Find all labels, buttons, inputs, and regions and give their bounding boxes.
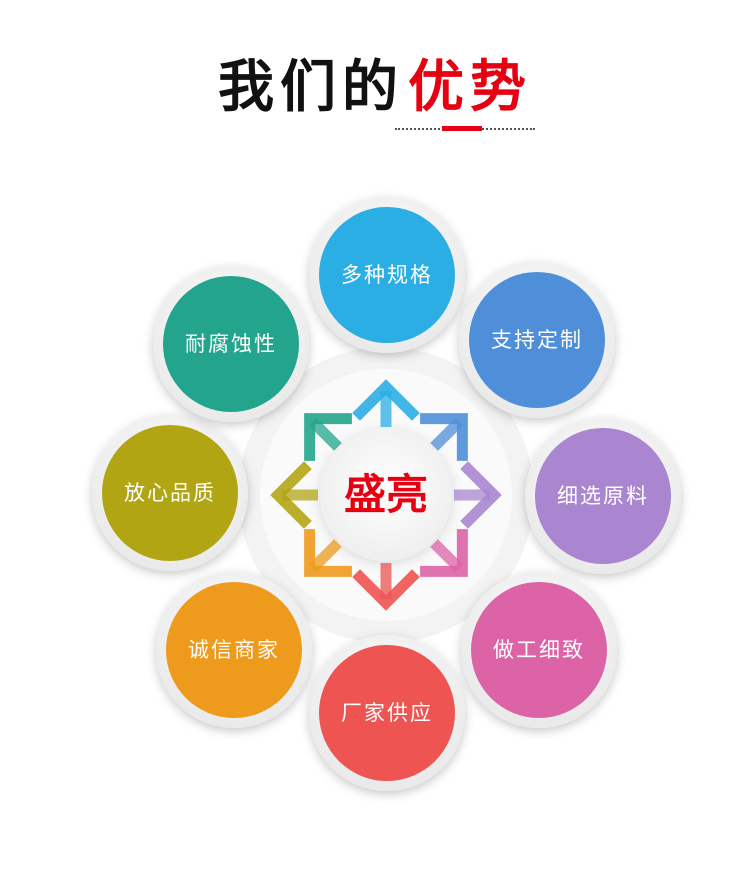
advantage-node-8: 耐腐蚀性 (153, 266, 309, 422)
direction-arrows (270, 379, 502, 611)
advantage-node-7: 放心品质 (92, 415, 248, 571)
advantage-node-2: 支持定制 (459, 262, 615, 418)
arrow-8 (304, 413, 352, 461)
title-underline-accent (442, 126, 482, 131)
node-label: 诚信商家 (188, 638, 280, 662)
hub-core (320, 429, 452, 561)
advantage-node-4: 做工细致 (461, 572, 617, 728)
node-label: 耐腐蚀性 (185, 332, 277, 356)
advantage-node-3: 细选原料 (525, 418, 681, 574)
arrow-7 (270, 461, 318, 529)
arrow-4 (420, 529, 468, 577)
arrow-chevron (304, 529, 352, 577)
arrow-shaft (430, 539, 464, 573)
center-label: 盛亮 (344, 470, 428, 519)
arrow-6 (304, 529, 352, 577)
arrow-chevron (304, 413, 352, 461)
arrow-1 (352, 379, 420, 427)
title-plain-text: 我们的 (218, 55, 404, 120)
node-label: 细选原料 (557, 484, 649, 508)
node-label: 做工细致 (493, 638, 585, 662)
advantage-node-1: 多种规格 (309, 197, 465, 353)
node-disc (319, 207, 455, 343)
node-label: 支持定制 (491, 328, 583, 352)
node-disc (535, 428, 671, 564)
arrow-chevron (420, 413, 468, 461)
node-disc (471, 582, 607, 718)
advantage-node-6: 诚信商家 (156, 572, 312, 728)
arrow-3 (454, 461, 502, 529)
arrow-chevron (270, 461, 312, 529)
arrow-shaft (308, 539, 342, 573)
arrow-chevron (460, 461, 502, 529)
node-label: 厂家供应 (341, 701, 433, 725)
node-disc (319, 645, 455, 781)
arrow-2 (420, 413, 468, 461)
node-label: 放心品质 (124, 481, 216, 505)
arrow-chevron (352, 569, 420, 611)
advantage-node-5: 厂家供应 (309, 635, 465, 791)
arrow-chevron (352, 379, 420, 421)
arrow-chevron (420, 529, 468, 577)
node-disc (102, 425, 238, 561)
arrow-shaft (308, 417, 342, 451)
arrow-shaft (430, 417, 464, 451)
page-title: 我们的优势 (0, 50, 750, 126)
node-disc (163, 276, 299, 412)
node-label: 多种规格 (341, 263, 433, 287)
arrow-5 (352, 563, 420, 611)
title-accent-text: 优势 (408, 55, 532, 120)
node-disc (469, 272, 605, 408)
node-disc (166, 582, 302, 718)
